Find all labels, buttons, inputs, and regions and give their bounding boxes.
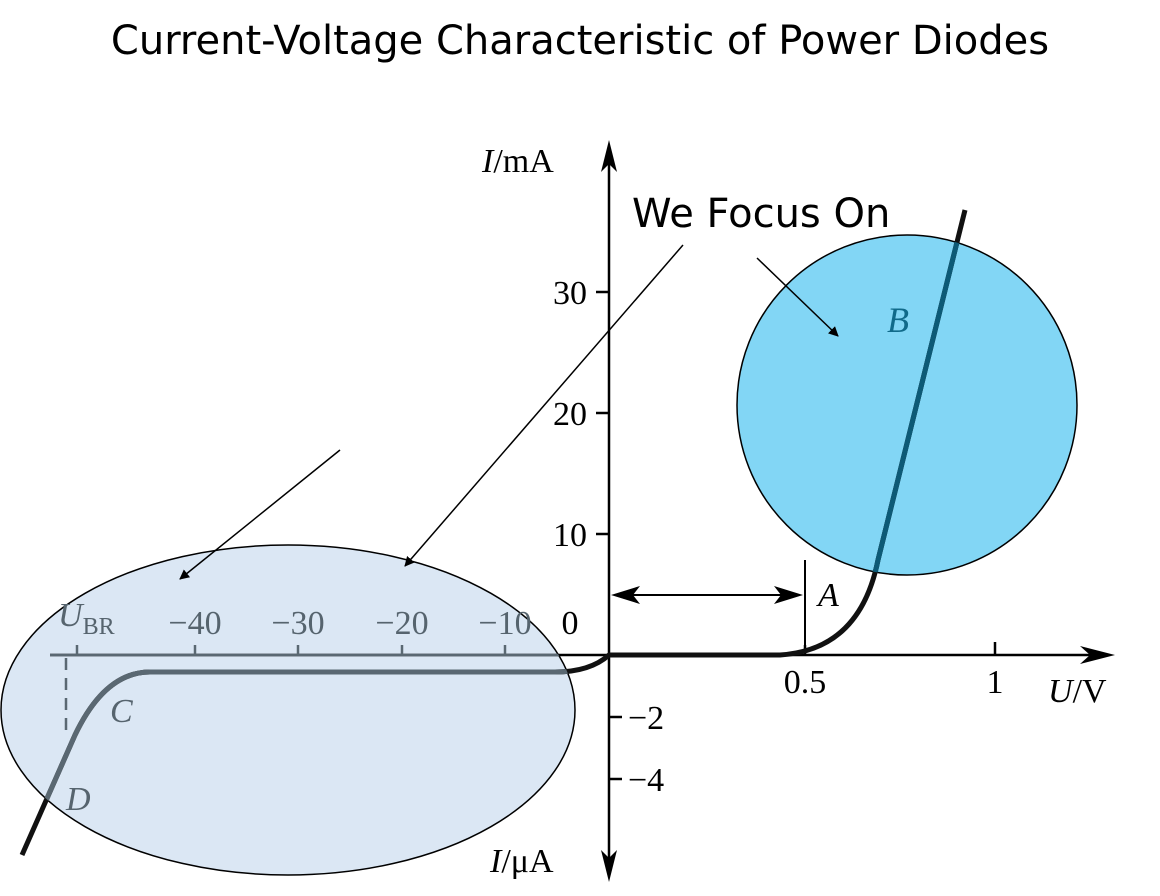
arrowhead-right bbox=[774, 586, 803, 604]
y-tick-10: 10 bbox=[553, 517, 587, 554]
y-tick-20: 20 bbox=[553, 396, 587, 433]
reverse-region-highlight bbox=[0, 544, 576, 876]
x-tick-neg40: −40 bbox=[168, 605, 221, 642]
y-axis-label-ma: I/mA bbox=[481, 143, 554, 180]
x-tick-1: 1 bbox=[987, 664, 1004, 701]
breakdown-voltage-label: UBR bbox=[58, 597, 115, 640]
x-axis-label: U/V bbox=[1048, 673, 1107, 710]
forward-region-highlight bbox=[736, 234, 1078, 576]
x-tick-neg30: −30 bbox=[271, 605, 324, 642]
iv-curve-forward-tint bbox=[779, 235, 968, 575]
pointer-arrow-forward bbox=[756, 257, 839, 337]
x-tick-0.5: 0.5 bbox=[784, 664, 827, 701]
y-axis-label-ua: I/μA bbox=[489, 843, 554, 880]
focus-annotation: We Focus On bbox=[632, 191, 890, 237]
y-tick-neg4: −4 bbox=[628, 762, 664, 799]
pointer-arrow-breakdown bbox=[179, 449, 341, 580]
point-d-label: D bbox=[65, 781, 91, 818]
negative-x-ticks bbox=[75, 645, 507, 655]
slide-title: Current-Voltage Characteristic of Power … bbox=[110, 18, 1050, 64]
point-b-label: B bbox=[887, 300, 909, 340]
x-tick-neg20: −20 bbox=[375, 605, 428, 642]
y-axis-up-arrow bbox=[601, 140, 617, 172]
point-c-label: C bbox=[110, 693, 133, 730]
y-tick-30: 30 bbox=[553, 275, 587, 312]
y-axis-down-arrow bbox=[601, 850, 617, 882]
x-axis-arrow bbox=[1080, 646, 1115, 664]
point-a-label: A bbox=[816, 577, 839, 614]
iv-curve-reverse-tint bbox=[19, 653, 575, 857]
y-tick-0: 0 bbox=[562, 605, 579, 642]
y-tick-neg2: −2 bbox=[628, 700, 664, 737]
x-tick-neg10: −10 bbox=[478, 605, 531, 642]
pointer-arrow-reverse bbox=[404, 244, 684, 567]
arrowhead-left bbox=[611, 586, 640, 604]
